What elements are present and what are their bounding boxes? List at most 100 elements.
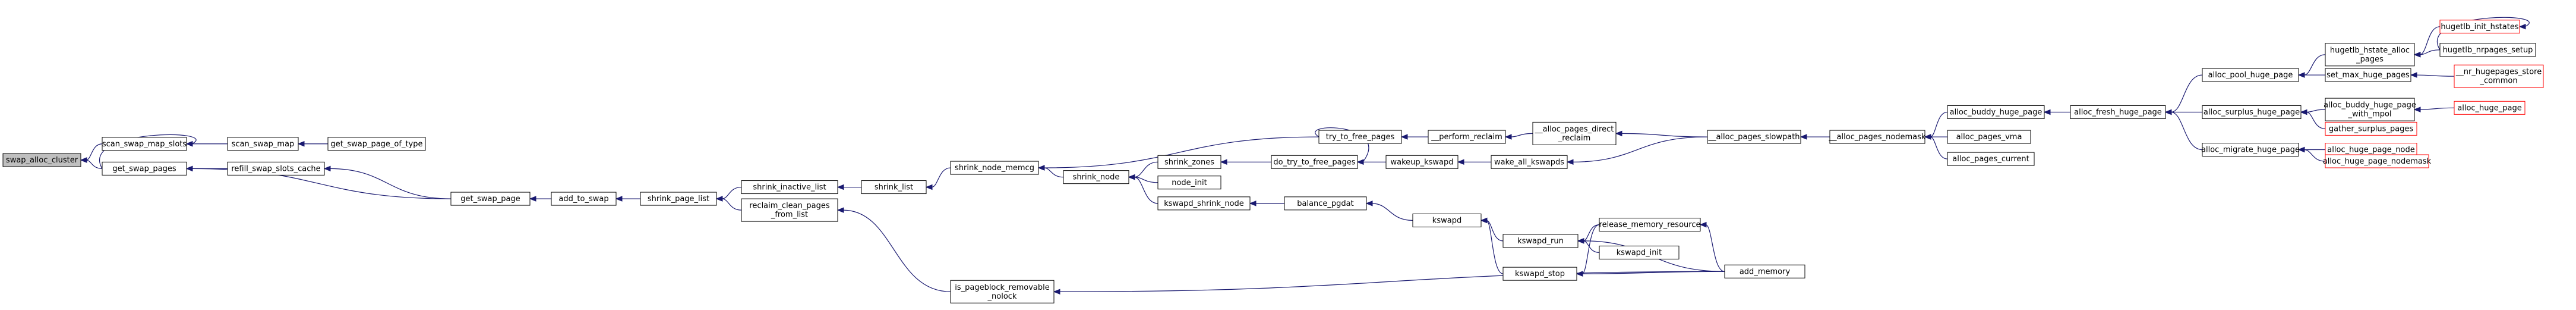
graph-node-balance-pgdat[interactable]: balance_pgdat xyxy=(1284,196,1367,211)
node-label: shrink_inactive_list xyxy=(753,183,826,192)
arrowhead-n11-to-n9 xyxy=(836,184,844,190)
graph-node-hugetlb-init-hstates[interactable]: hugetlb_init_hstates xyxy=(2439,20,2520,34)
edge-n31-to-n25 xyxy=(1572,136,1708,162)
graph-node-alloc-fresh-huge-page[interactable]: alloc_fresh_huge_page xyxy=(2070,105,2166,119)
graph-node-shrink-node-memcg[interactable]: shrink_node_memcg xyxy=(950,161,1039,175)
graph-node-perform-reclaim[interactable]: __perform_reclaim xyxy=(1428,130,1506,144)
node-label: __alloc_pages_nodemask xyxy=(1829,133,1926,142)
graph-node-try-to-free-pages[interactable]: try_to_free_pages xyxy=(1318,130,1402,144)
edge-n30-to-n12 xyxy=(1059,271,1725,292)
arrowhead-n5-to-n3 xyxy=(297,141,305,147)
graph-node-alloc-pages-current[interactable]: alloc_pages_current xyxy=(1947,152,2035,166)
graph-node-kswapd-stop[interactable]: kswapd_stop xyxy=(1502,267,1577,281)
node-label: refill_swap_slots_cache xyxy=(231,164,320,173)
graph-node-alloc-huge-page-node[interactable]: alloc_huge_page_node xyxy=(2325,143,2417,156)
graph-node-alloc-pages-nodemask[interactable]: __alloc_pages_nodemask xyxy=(1829,130,1926,144)
graph-node-wakeup-kswapd[interactable]: wakeup_kswapd xyxy=(1385,155,1459,169)
graph-node-refill-swap-slots-cache[interactable]: refill_swap_slots_cache xyxy=(227,161,325,176)
graph-node-shrink-page-list[interactable]: shrink_page_list xyxy=(640,192,717,206)
node-label: kswapd_run xyxy=(1517,237,1564,246)
graph-node-alloc-huge-page-nodemask[interactable]: alloc_huge_page_nodemask xyxy=(2323,154,2432,168)
graph-node-scan-swap-map[interactable]: scan_swap_map xyxy=(227,137,299,151)
node-box xyxy=(1271,155,1358,169)
node-box xyxy=(551,192,617,206)
graph-node-swap-alloc-cluster[interactable]: swap_alloc_cluster xyxy=(2,153,81,167)
node-box xyxy=(2202,105,2302,119)
graph-node-kswapd-shrink-node[interactable]: kswapd_shrink_node xyxy=(1157,196,1251,211)
node-box xyxy=(1502,267,1577,281)
graph-node-kswapd[interactable]: kswapd xyxy=(1412,213,1482,227)
node-box xyxy=(2325,154,2429,168)
node-label: wake_all_kswapds xyxy=(1494,158,1564,167)
node-label: is_pageblock_removable xyxy=(955,283,1050,292)
arrowhead-n21-to-n15 xyxy=(1400,134,1408,140)
graph-node-shrink-inactive-list[interactable]: shrink_inactive_list xyxy=(741,180,838,195)
edge-n17-to-n14 xyxy=(1134,177,1158,183)
edge-n47-to-n40 xyxy=(2419,49,2441,55)
edge-n35-to-n32 xyxy=(1930,136,1948,159)
graph-node-shrink-zones[interactable]: shrink_zones xyxy=(1157,155,1221,169)
graph-node-add-to-swap[interactable]: add_to_swap xyxy=(551,192,617,206)
graph-node-alloc-buddy-huge-page[interactable]: alloc_buddy_huge_page xyxy=(1947,105,2045,119)
node-label: scan_swap_map_slots xyxy=(102,140,187,149)
node-label: add_to_swap xyxy=(558,195,608,203)
node-box xyxy=(227,137,299,151)
graph-node-get-swap-page[interactable]: get_swap_page xyxy=(450,192,531,206)
graph-node-is-pageblock-removable-nolock[interactable]: is_pageblock_removable_nolock xyxy=(950,280,1055,303)
node-box xyxy=(1947,130,2031,144)
graph-node-alloc-migrate-huge-page[interactable]: alloc_migrate_huge_page xyxy=(2201,143,2300,156)
node-label: __perform_reclaim xyxy=(1431,133,1502,142)
arrowhead-n31-to-n25 xyxy=(1566,159,1574,165)
node-box xyxy=(1428,130,1506,144)
node-label: try_to_free_pages xyxy=(1326,133,1395,142)
node-box xyxy=(1063,170,1129,184)
graph-node-alloc-surplus-huge-page[interactable]: alloc_surplus_huge_page xyxy=(2202,105,2302,119)
graph-node-add-memory[interactable]: add_memory xyxy=(1724,264,1805,278)
edge-n10-to-n8 xyxy=(721,198,742,211)
graph-node-alloc-pages-slowpath[interactable]: __alloc_pages_slowpath xyxy=(1707,130,1801,144)
graph-node-wake-all-kswapds[interactable]: wake_all_kswapds xyxy=(1491,155,1568,169)
arrowhead-n45-to-n39 xyxy=(2297,146,2305,153)
arrowhead-n6-to-n4 xyxy=(323,165,331,172)
node-label: __alloc_pages_direct xyxy=(1535,125,1614,134)
graph-node-alloc-buddy-huge-page-with-mpol[interactable]: alloc_buddy_huge_page_with_mpol xyxy=(2324,98,2416,121)
graph-node-alloc-pages-vma[interactable]: alloc_pages_vma xyxy=(1947,130,2031,144)
graph-node-gather-surplus-pages[interactable]: gather_surplus_pages xyxy=(2325,121,2417,136)
graph-node-kswapd-init[interactable]: kswapd_init xyxy=(1599,245,1680,259)
graph-node-release-memory-resource[interactable]: release_memory_resource xyxy=(1599,218,1701,232)
node-label: alloc_buddy_huge_page xyxy=(1950,108,2043,117)
node-label: get_swap_pages xyxy=(112,164,176,173)
graph-node-shrink-list[interactable]: shrink_list xyxy=(861,180,927,195)
graph-node-alloc-pages-direct-reclaim[interactable]: __alloc_pages_direct_reclaim xyxy=(1532,121,1617,145)
node-box xyxy=(1502,234,1579,248)
node-label: kswapd_init xyxy=(1617,248,1662,257)
edge-n2-to-n1 xyxy=(99,134,197,169)
graph-node-node-init[interactable]: node_init xyxy=(1157,176,1221,190)
edge-n24-to-n21 xyxy=(1510,133,1533,137)
graph-node-nr-hugepages-store-common[interactable]: __nr_hugepages_store_common xyxy=(2454,64,2544,88)
edge-n27-to-n23 xyxy=(1486,220,1504,274)
graph-node-hugetlb-hstate-alloc-pages[interactable]: hugetlb_hstate_alloc_pages xyxy=(2325,43,2415,67)
graph-node-alloc-huge-page[interactable]: alloc_huge_page xyxy=(2454,101,2526,115)
graph-node-alloc-pool-huge-page[interactable]: alloc_pool_huge_page xyxy=(2202,68,2299,82)
arrowhead-n19-to-n16 xyxy=(1220,159,1227,165)
graph-node-reclaim-clean-pages-from-list[interactable]: reclaim_clean_pages_from_list xyxy=(741,198,838,222)
graph-node-scan-swap-map-slots[interactable]: scan_swap_map_slots xyxy=(102,137,187,151)
edge-n29-to-n26 xyxy=(1583,240,1600,253)
edge-n6-to-n4 xyxy=(329,168,452,199)
graph-node-get-swap-pages[interactable]: get_swap_pages xyxy=(102,161,187,176)
arrowhead-n20-to-n18 xyxy=(1249,201,1257,206)
node-box xyxy=(2202,68,2299,82)
graph-node-set-max-huge-pages[interactable]: set_max_huge_pages xyxy=(2325,68,2411,82)
graph-node-kswapd-run[interactable]: kswapd_run xyxy=(1502,234,1579,248)
graph-node-shrink-node[interactable]: shrink_node xyxy=(1063,170,1129,184)
graph-node-do-try-to-free-pages[interactable]: do_try_to_free_pages xyxy=(1271,155,1358,169)
graph-node-get-swap-page-of-type[interactable]: get_swap_page_of_type xyxy=(327,137,426,151)
node-label: alloc_migrate_huge_page xyxy=(2201,146,2300,155)
edge-n18-to-n14 xyxy=(1134,177,1158,204)
edge-n15-to-n13 xyxy=(1043,136,1319,168)
edge-n42-to-n38 xyxy=(2306,109,2326,113)
node-label: kswapd_stop xyxy=(1515,270,1565,278)
graph-node-hugetlb-nrpages-setup[interactable]: hugetlb_nrpages_setup xyxy=(2439,43,2536,57)
